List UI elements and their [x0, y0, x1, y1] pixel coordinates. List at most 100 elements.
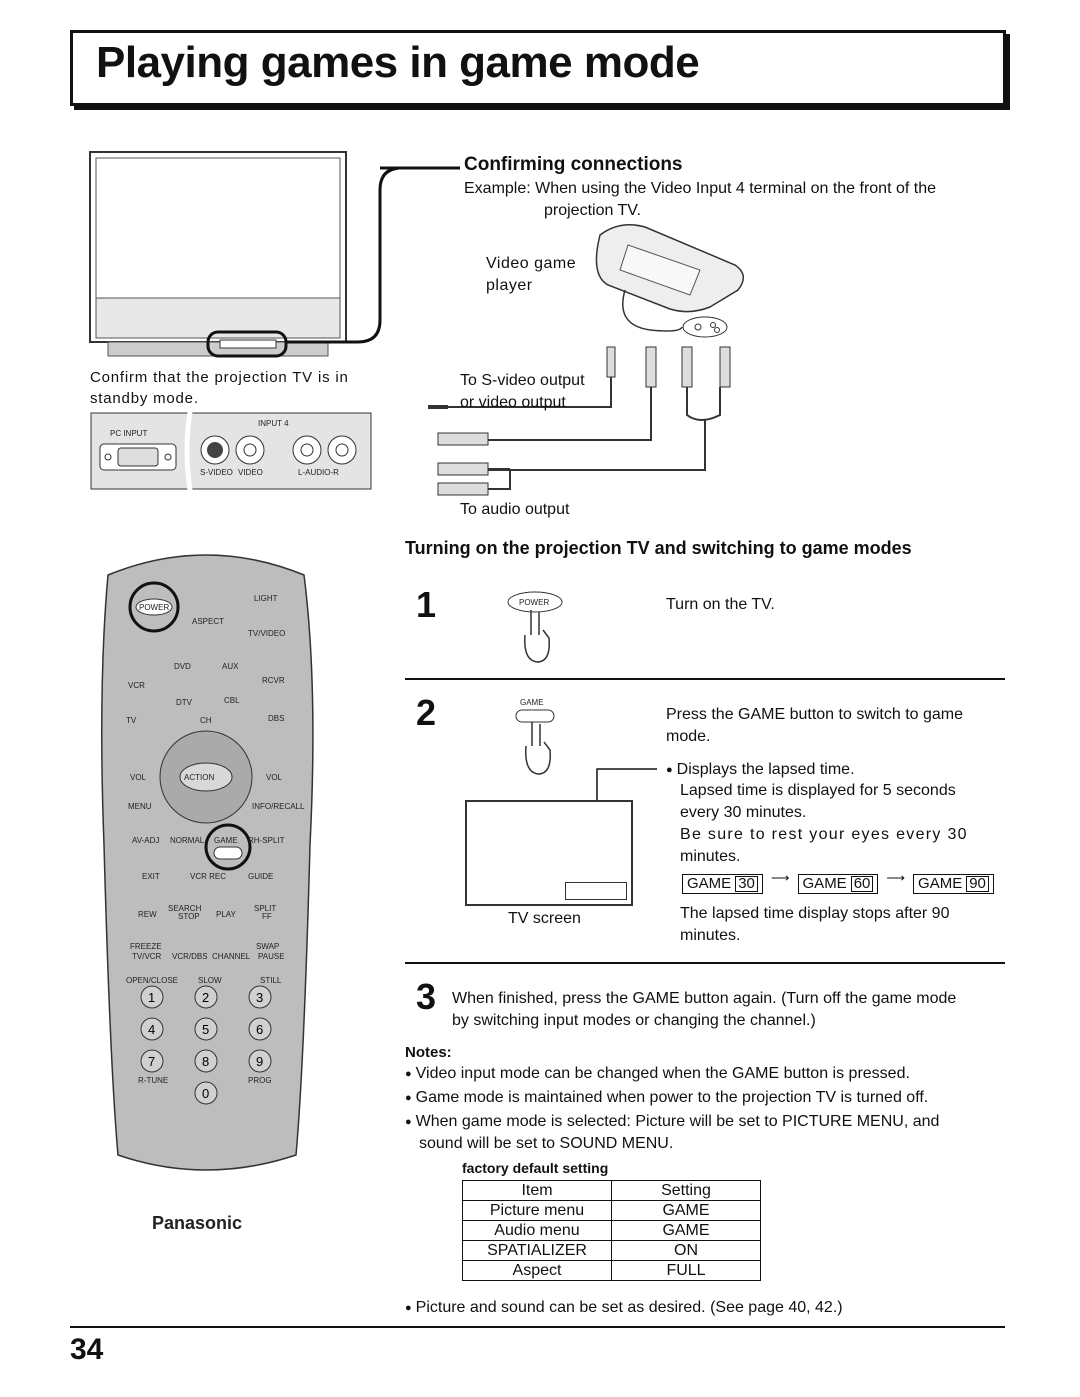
svg-text:DVD: DVD [174, 662, 191, 671]
digit-button [140, 1017, 164, 1041]
svg-text:GAME: GAME [520, 698, 544, 707]
svg-text:OPEN/CLOSE: OPEN/CLOSE [126, 976, 178, 985]
step2-detail: Lapsed time is displayed for 5 seconds e… [680, 782, 968, 865]
projection-tv-illustration [89, 151, 398, 358]
digit-button [248, 985, 272, 1009]
digit-button [248, 1049, 272, 1073]
note-2: Game mode is maintained when power to th… [405, 1087, 929, 1110]
remote-control: POWER LIGHT ASPECT TV/VIDEO VCR DVD AUX … [101, 554, 314, 1171]
svg-text:SPLIT: SPLIT [254, 904, 276, 913]
step2-stop-text: The lapsed time display stops after 90 m… [680, 905, 950, 944]
title-frame [70, 30, 1006, 106]
connector-line [380, 166, 460, 170]
step1-number: 1 [416, 584, 437, 625]
svg-text:PROG: PROG [248, 1076, 272, 1085]
svg-text:SLOW: SLOW [198, 976, 222, 985]
step3-number: 3 [416, 976, 437, 1017]
svg-text:TV/VCR: TV/VCR [132, 952, 162, 961]
digit-label: 1 [148, 990, 155, 1005]
digit-label: 3 [256, 990, 263, 1005]
svg-text:VOL: VOL [266, 773, 283, 782]
example-line2: projection TV. [544, 202, 641, 219]
to-audio-label: To audio output [460, 501, 570, 518]
svideo-label: S-VIDEO [200, 468, 233, 477]
svg-text:R-TUNE: R-TUNE [138, 1076, 168, 1085]
connections-heading: Confirming connections [464, 154, 683, 175]
game-console-illustration [428, 224, 744, 496]
power-button-icon: POWER [507, 591, 563, 663]
digit-button [140, 985, 164, 1009]
svg-text:VCR: VCR [128, 681, 145, 690]
note-3-cont: sound will be set to SOUND MENU. [419, 1135, 674, 1152]
svg-text:INFO/RECALL: INFO/RECALL [252, 802, 305, 811]
digit-label: 7 [148, 1054, 155, 1069]
digit-label: 9 [256, 1054, 263, 1069]
svg-text:PLAY: PLAY [216, 910, 237, 919]
step2-bullet: Displays the lapsed time. [666, 759, 855, 782]
svg-text:STOP: STOP [178, 912, 200, 921]
arrow-icon: ⟶ [770, 870, 790, 885]
svg-text:DBS: DBS [268, 714, 284, 723]
digit-button [248, 1017, 272, 1041]
svg-text:CH: CH [200, 716, 212, 725]
factory-heading: factory default setting [462, 1160, 609, 1176]
digit-label: 6 [256, 1022, 263, 1037]
video-game-label: Video game player [486, 255, 577, 294]
digit-button [194, 1049, 218, 1073]
remote-brand-label: Panasonic [152, 1213, 243, 1233]
svg-text:GAME: GAME [214, 836, 238, 845]
svg-text:CHANNEL: CHANNEL [212, 952, 251, 961]
note-3: When game mode is selected: Picture will… [405, 1111, 940, 1134]
divider-2 [405, 962, 1005, 964]
digit-label: 2 [202, 990, 209, 1005]
digit-label: 5 [202, 1022, 209, 1037]
footer-rule [70, 1326, 1005, 1328]
svg-text:MENU: MENU [128, 802, 152, 811]
svg-text:PAUSE: PAUSE [258, 952, 285, 961]
digit-label: 0 [202, 1086, 209, 1101]
input-panel: PC INPUT INPUT 4 S-VIDEO VIDEO L-AUDIO-R [90, 412, 372, 490]
svg-text:ACTION: ACTION [184, 773, 214, 782]
digit-label: 4 [148, 1022, 155, 1037]
svg-text:RCVR: RCVR [262, 676, 285, 685]
example-line1: Example: When using the Video Input 4 te… [464, 180, 936, 197]
game-overlay [565, 882, 627, 900]
digit-button [194, 1081, 218, 1105]
svg-text:TV/VIDEO: TV/VIDEO [248, 629, 285, 638]
to-svideo-label: To S-video output or video output [460, 372, 585, 411]
svg-text:GUIDE: GUIDE [248, 872, 273, 881]
screen-pointer-line [596, 768, 657, 803]
turning-heading: Turning on the projection TV and switchi… [405, 538, 912, 558]
tv-screen-label: TV screen [508, 910, 581, 927]
digit-button [140, 1049, 164, 1073]
svg-text:DTV: DTV [176, 698, 193, 707]
divider-1 [405, 678, 1005, 680]
svg-text:CBL: CBL [224, 696, 240, 705]
step3-text: When finished, press the GAME button aga… [452, 990, 957, 1029]
step2-text: Press the GAME button to switch to game … [666, 706, 964, 745]
svg-text:VCR/DBS: VCR/DBS [172, 952, 208, 961]
audio-label: L-AUDIO-R [298, 468, 339, 477]
game-button-icon: GAME [515, 698, 555, 775]
video-label: VIDEO [238, 468, 263, 477]
step2-number: 2 [416, 692, 437, 733]
svg-text:REW: REW [138, 910, 157, 919]
svg-text:FF: FF [262, 912, 272, 921]
svg-text:EXIT: EXIT [142, 872, 160, 881]
svg-text:NORMAL: NORMAL [170, 836, 205, 845]
note-1: Video input mode can be changed when the… [405, 1063, 910, 1086]
svg-text:AUX: AUX [222, 662, 239, 671]
standby-text: Confirm that the projection TV is in sta… [90, 369, 349, 407]
svg-text:TV: TV [126, 716, 137, 725]
page-title: Playing games in game mode [96, 38, 700, 87]
svg-text:VOL: VOL [130, 773, 147, 782]
arrow-icon: ⟶ [886, 870, 906, 885]
final-note: Picture and sound can be set as desired.… [405, 1297, 843, 1320]
